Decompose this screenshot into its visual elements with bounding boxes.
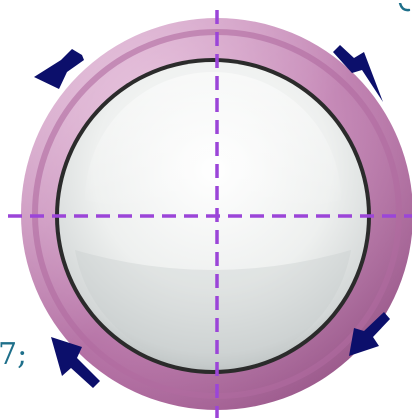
edge-text: 7; (0, 340, 27, 370)
partial-edge-glyph (397, 0, 412, 12)
